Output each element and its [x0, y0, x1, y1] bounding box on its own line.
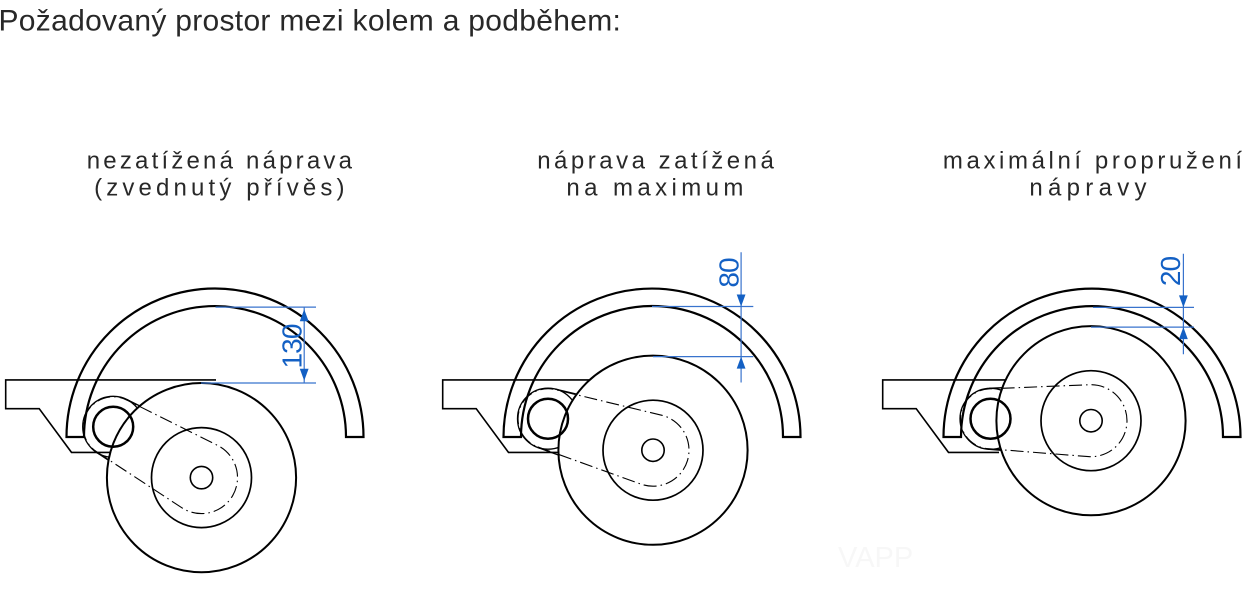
svg-text:na maximum: na maximum: [566, 174, 747, 201]
svg-text:20: 20: [1155, 257, 1186, 287]
svg-text:Požadovaný prostor mezi kolem: Požadovaný prostor mezi kolem a podběhem…: [0, 5, 621, 38]
svg-text:VAPP: VAPP: [838, 542, 913, 574]
svg-text:80: 80: [713, 258, 744, 288]
svg-text:130: 130: [276, 324, 307, 368]
svg-text:(zvednutý přívěs): (zvednutý přívěs): [94, 174, 349, 201]
svg-text:nezatížená náprava: nezatížená náprava: [87, 147, 355, 174]
svg-text:maximální propružení: maximální propružení: [943, 147, 1246, 174]
svg-text:náprava zatížená: náprava zatížená: [537, 147, 777, 174]
svg-text:nápravy: nápravy: [1029, 174, 1151, 201]
